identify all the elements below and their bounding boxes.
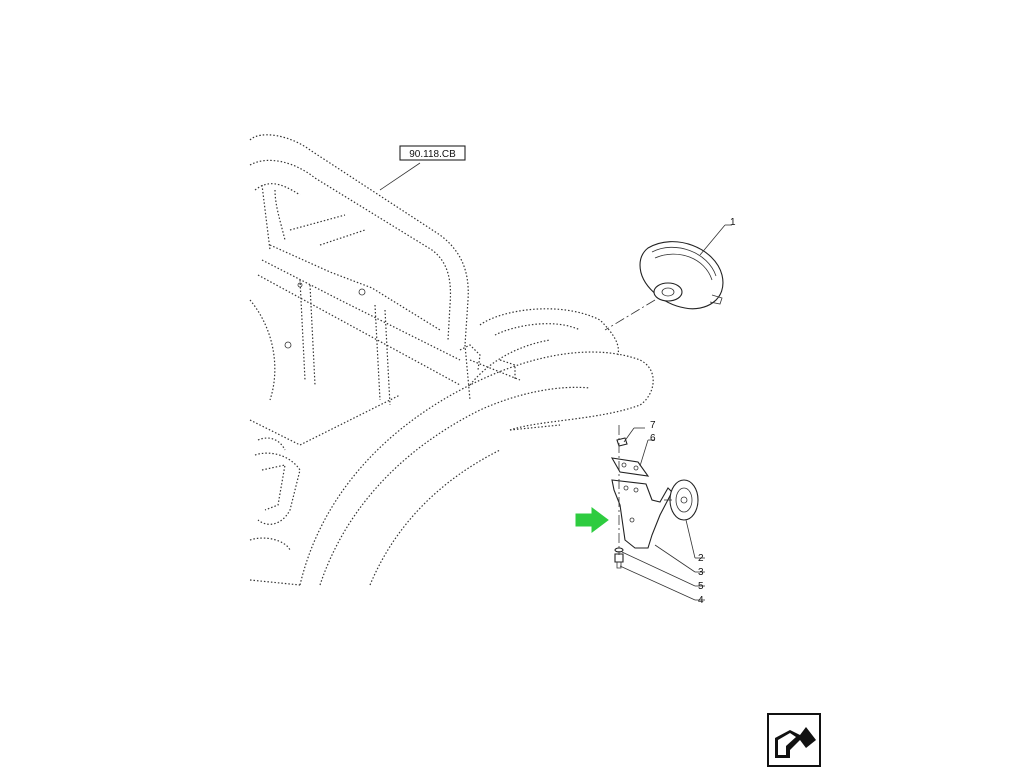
reference-label: 90.118.CB	[379, 145, 466, 191]
cab-frame	[249, 134, 469, 586]
part-round-lamp	[664, 479, 699, 521]
callout-6: 6	[650, 433, 656, 444]
part-bolt	[614, 553, 624, 569]
next-page-arrow-icon[interactable]	[767, 713, 821, 767]
green-arrow-icon	[575, 507, 609, 533]
fender	[299, 308, 654, 586]
callout-3: 3	[698, 567, 704, 578]
callout-5: 5	[698, 581, 704, 592]
callout-7: 7	[650, 420, 656, 431]
reference-label-text: 90.118.CB	[409, 149, 456, 160]
part-bracket	[611, 479, 673, 549]
leader-lines	[619, 224, 732, 601]
callout-2: 2	[698, 553, 704, 564]
part-work-lamp	[604, 241, 724, 331]
part-nut	[616, 437, 628, 447]
callout-4: 4	[698, 595, 704, 606]
callout-1: 1	[730, 217, 736, 228]
callout-labels: 1 7 6 2 3 5 4	[650, 217, 736, 606]
part-upper-plate	[610, 457, 650, 477]
